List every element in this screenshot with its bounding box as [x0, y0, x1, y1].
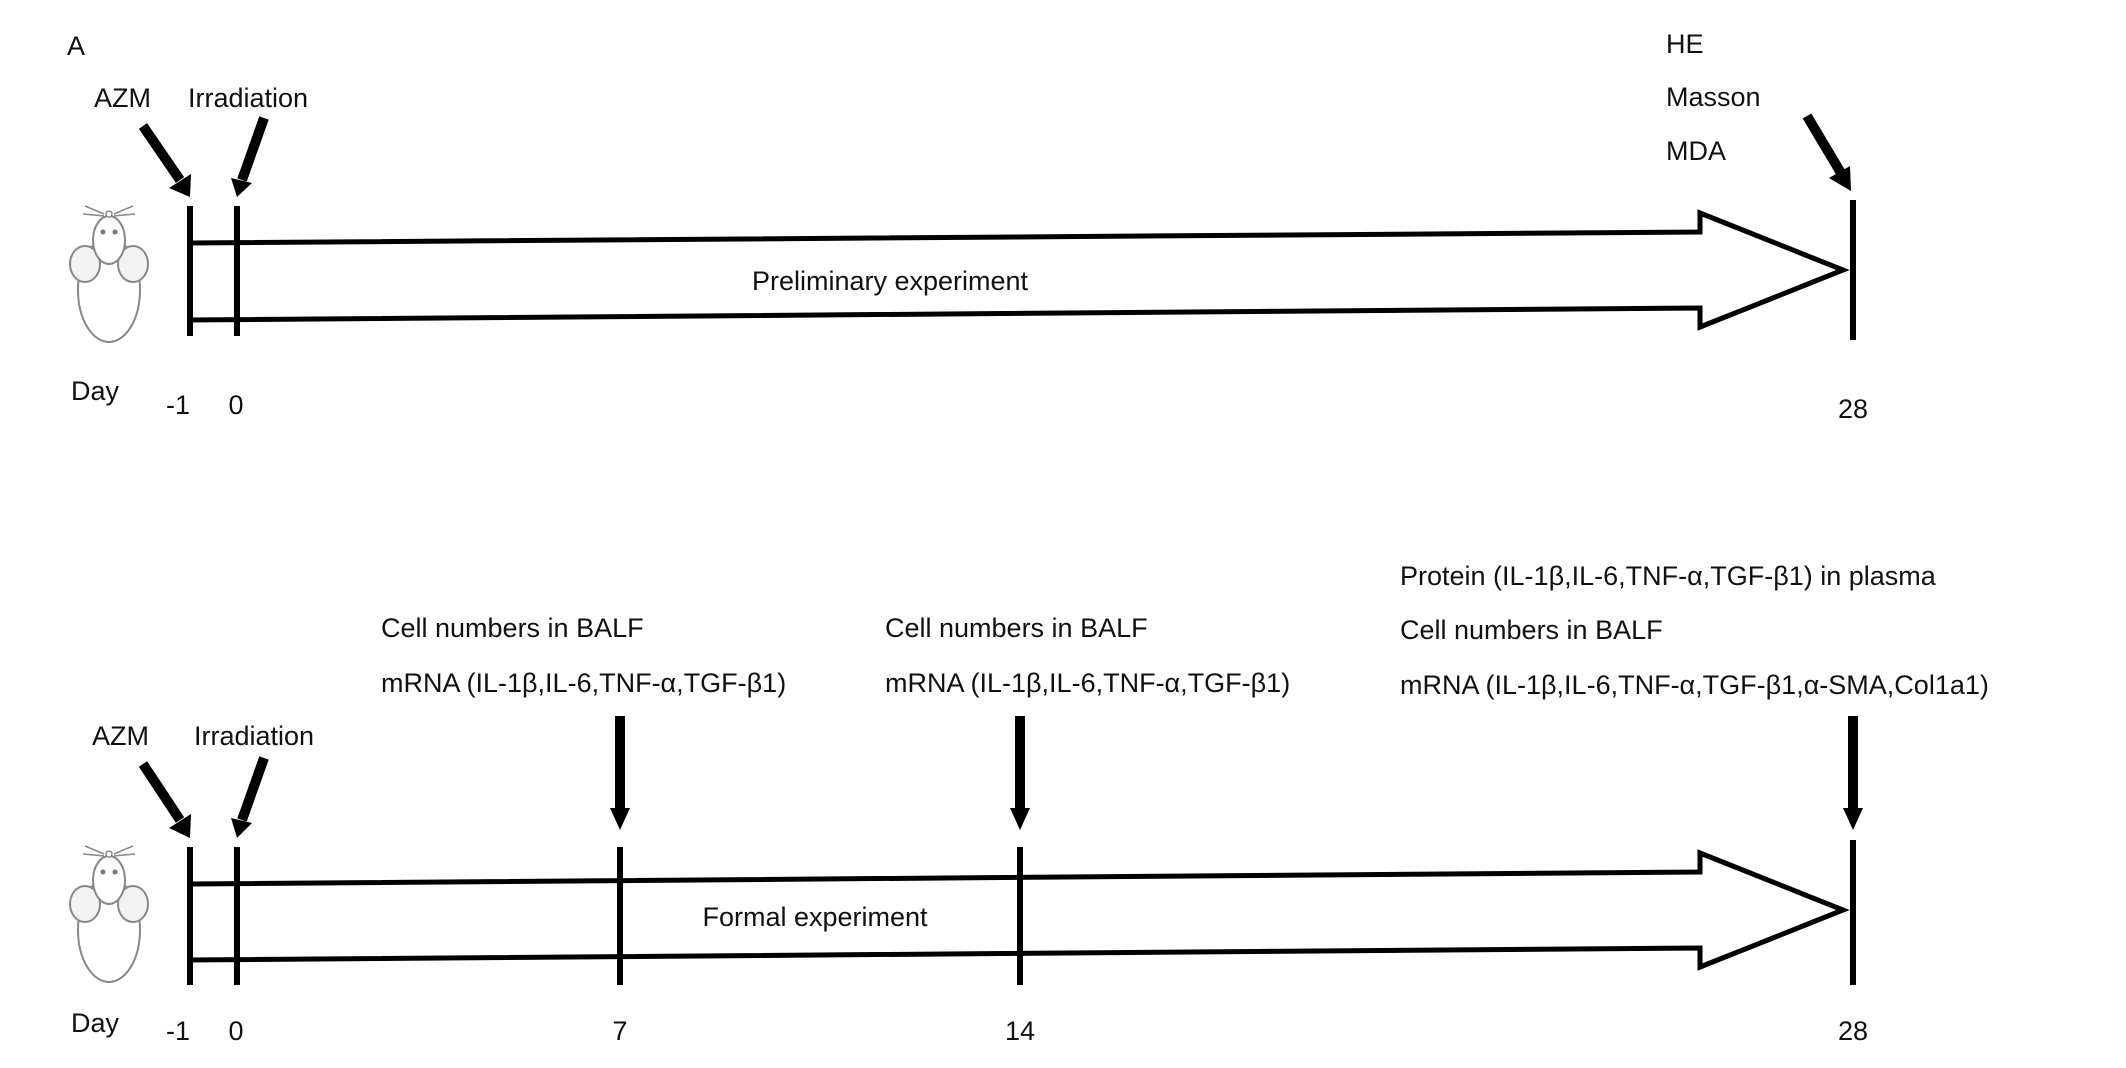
preliminary-experiment-title: Preliminary experiment — [751, 266, 1029, 296]
tick-label-7-formal: 7 — [612, 1016, 628, 1046]
preliminary-arrow — [187, 209, 1850, 331]
tick-label-0-formal: 0 — [228, 1016, 244, 1046]
azm-label-preliminary: AZM — [94, 83, 151, 113]
tick-label-14-formal: 14 — [1004, 1016, 1036, 1046]
tick-label-minus1-formal: -1 — [165, 1016, 191, 1046]
day28-arrow — [1843, 716, 1863, 830]
day7-mrna-label: mRNA (IL-1β,IL-6,TNF-α,TGF-β1) — [381, 668, 787, 698]
day14-arrow — [1010, 716, 1030, 830]
irradiation-label-formal: Irradiation — [194, 721, 315, 751]
mouse-icon-preliminary — [69, 205, 149, 343]
day14-mrna-label: mRNA (IL-1β,IL-6,TNF-α,TGF-β1) — [885, 668, 1291, 698]
day28-cell-numbers-label: Cell numbers in BALF — [1400, 615, 1663, 645]
day14-cell-numbers-label: Cell numbers in BALF — [885, 613, 1148, 643]
day28-mrna-label: mRNA (IL-1β,IL-6,TNF-α,TGF-β1,α-SMA,Col1… — [1400, 670, 1989, 700]
mouse-icon-formal — [69, 845, 149, 983]
formal-experiment-title: Formal experiment — [702, 902, 928, 932]
day28-protein-label: Protein (IL-1β,IL-6,TNF-α,TGF-β1) in pla… — [1400, 561, 1936, 591]
tick-label-28-formal: 28 — [1837, 1016, 1869, 1046]
tick-label-minus1-preliminary: -1 — [165, 390, 191, 420]
day-label-preliminary: Day — [71, 376, 120, 406]
irradiation-arrow-formal — [231, 756, 269, 838]
endpoint-he-label: HE — [1666, 29, 1704, 59]
tick-label-28-preliminary: 28 — [1837, 394, 1869, 424]
azm-arrow-preliminary — [138, 123, 191, 197]
day7-cell-numbers-label: Cell numbers in BALF — [381, 613, 644, 643]
azm-label-formal: AZM — [92, 721, 149, 751]
endpoint-mda-label: MDA — [1666, 136, 1726, 166]
formal-arrow — [187, 849, 1850, 971]
tick-label-0-preliminary: 0 — [228, 390, 244, 420]
endpoint-masson-label: Masson — [1666, 82, 1761, 112]
irradiation-arrow-preliminary — [231, 116, 269, 197]
irradiation-label-preliminary: Irradiation — [188, 83, 309, 113]
endpoint-arrow-preliminary — [1802, 113, 1851, 191]
day7-arrow — [610, 716, 630, 830]
day-label-formal: Day — [71, 1008, 120, 1038]
azm-arrow-formal — [138, 761, 191, 838]
panel-label: A — [67, 31, 86, 61]
